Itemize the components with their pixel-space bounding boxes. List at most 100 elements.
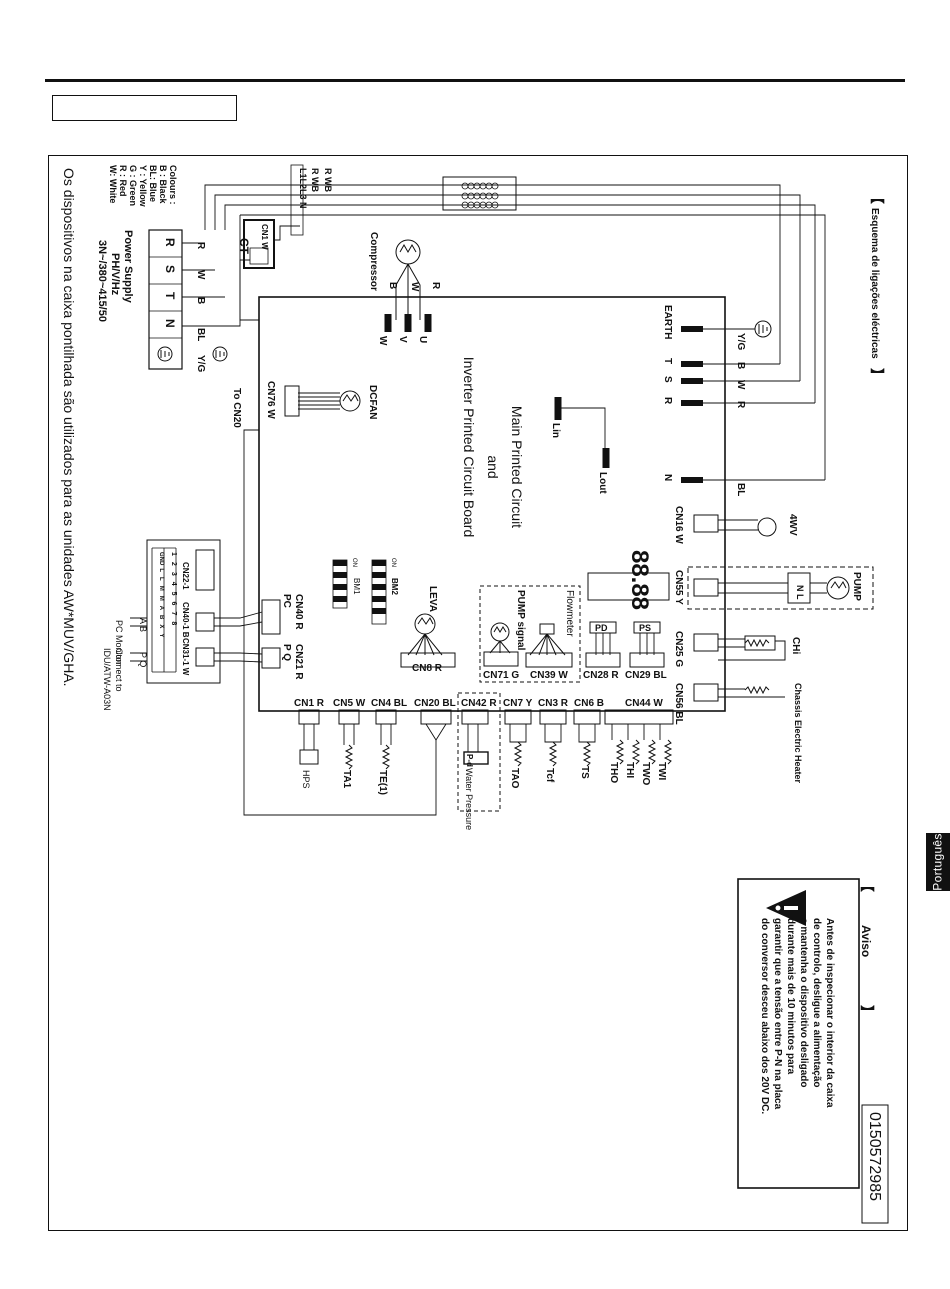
terminal-letters: GNDLLMMABXY (158, 552, 164, 637)
cn56-label: CN56 BL (673, 683, 684, 725)
to-cn20-label: To CN20 (231, 388, 242, 428)
power-terminals (681, 326, 703, 483)
idu-label: IDU/ATW-A03N (102, 648, 112, 711)
ps-wire-r: R (195, 242, 206, 250)
cn6-label: CN6 B (574, 698, 604, 709)
pq-comm-label: P Q (138, 652, 148, 667)
cn4-label: CN4 BL (371, 698, 407, 709)
cn29-connector (629, 652, 665, 668)
power-supply-spec: 3N~/380~415/50 (96, 240, 108, 322)
main-pcb (258, 296, 726, 712)
terminal-r-label: R (662, 397, 673, 405)
warning-line-6: do conversor desceu abaixo dos 20V DC. (759, 918, 770, 1114)
cn16-label: CN16 W (673, 506, 684, 544)
leva-valve-icon (407, 613, 443, 656)
earth-icon-ps (157, 346, 173, 362)
cn31-1-label: CN31-1 W (181, 638, 190, 676)
pd-tag: P-d (465, 754, 474, 767)
svg-text:【: 【 (859, 878, 875, 892)
cn28-connector (585, 652, 621, 668)
reactor-coil-icon (461, 182, 499, 209)
hps-label: HPS (301, 770, 311, 789)
cn76-connector (284, 385, 300, 417)
flowmeter-icon (529, 623, 566, 656)
cn5-label: CN5 W (333, 698, 366, 709)
ps-terminal-t: T (163, 292, 177, 300)
sensor-resistors (345, 739, 672, 770)
cn55-connector (693, 578, 719, 597)
bm1-label: BM1 (352, 578, 361, 595)
yg-label-right: Y/G (735, 333, 746, 350)
bl-label-right: BL (735, 483, 746, 496)
compressor-label: Compressor (368, 232, 379, 291)
cn55-label: CN55 Y (673, 570, 684, 605)
bm2-dip-switch (371, 559, 387, 625)
ta1-label: TA1 (341, 770, 352, 789)
bm1-dip-switch (332, 559, 348, 609)
power-supply-block (148, 229, 183, 370)
bm2-on: ON (390, 558, 396, 567)
cn42-label: CN42 R (461, 698, 497, 709)
cn40-connector (261, 599, 281, 635)
ps-terminal-n: N (163, 319, 177, 328)
cn76-label: CN76 W (265, 381, 276, 419)
cn40-label: CN40 R (293, 594, 304, 630)
pump-signal-icon (489, 622, 511, 654)
water-pressure-dashed-box (457, 692, 501, 812)
pc-monitor-label: PC Monitor (114, 620, 124, 665)
pump-label: PUMP (851, 572, 862, 601)
phase-w: W (377, 336, 388, 346)
pump-nl-label: N L (795, 585, 805, 600)
pressure-sensor-icon (463, 751, 489, 765)
pump-signal-dashed-box (479, 585, 581, 683)
warning-line-1: Antes de inspecionar o interior da caixa (824, 918, 835, 1108)
colour-yellow: Y : Yellow (138, 165, 148, 208)
svg-text:】: 】 (869, 368, 885, 382)
reactor-box (442, 176, 517, 211)
colour-black: B : Black (158, 165, 168, 205)
colour-red: R : Red (118, 165, 128, 197)
cn28-label: CN28 R (583, 670, 619, 681)
comp-wire-r: R (430, 282, 441, 290)
language-tab[interactable]: Português (926, 833, 950, 891)
terminal-n-label: N (662, 474, 673, 481)
colours-heading: Colours : (168, 165, 178, 205)
thi-label: THI (624, 762, 635, 778)
diagram-frame (48, 155, 908, 1231)
warning-title: Aviso (859, 925, 873, 957)
pd-label: PD (595, 623, 608, 633)
cn40-1-label: CN40-1 B (181, 602, 190, 638)
ps-wire-yg: Y/G (195, 355, 206, 372)
cn44-label: CN44 W (625, 698, 663, 709)
cn56-connector (693, 683, 719, 702)
ab-label: A B (138, 618, 148, 632)
display-digits: 88.88 (626, 550, 653, 610)
phase-u: U (417, 336, 428, 343)
colour-blue: BL: Blue (148, 165, 158, 202)
tcf-label: Tcf (544, 768, 555, 783)
connect-to-label: Connect to (114, 648, 124, 692)
terminal-s-label: S (662, 376, 673, 383)
section-header-box (52, 95, 237, 121)
cn20-label: CN20 BL (414, 698, 456, 709)
power-supply-label: Power Supply (122, 230, 134, 304)
dcfan-motor-icon (298, 390, 361, 412)
power-supply-freq: PH/V/Hz (109, 253, 121, 296)
fourwv-label: 4WV (787, 514, 798, 536)
pump-terminal-block (787, 572, 811, 604)
earth-icon-ps2 (212, 346, 228, 362)
warning-line-5: garantir que a tensão entre P-N na placa (772, 918, 783, 1110)
pump-motor-icon (718, 576, 850, 600)
pump-signal-label: PUMP signal (515, 590, 526, 651)
warning-line-3: e mantenha o dispositivo desligado (798, 918, 809, 1087)
phase-v: V (397, 336, 408, 343)
bm1-on: ON (351, 558, 357, 567)
cn21-connector (261, 647, 281, 669)
cn1-bottom-label: CN1 R (294, 698, 325, 709)
cn8-label: CN8 R (412, 663, 443, 674)
cn22-connector (195, 549, 215, 591)
b-label-right: B (735, 362, 746, 369)
colour-green: G : Green (128, 165, 138, 206)
ct-label: CT (237, 238, 251, 255)
pc-label: PC (281, 594, 292, 608)
